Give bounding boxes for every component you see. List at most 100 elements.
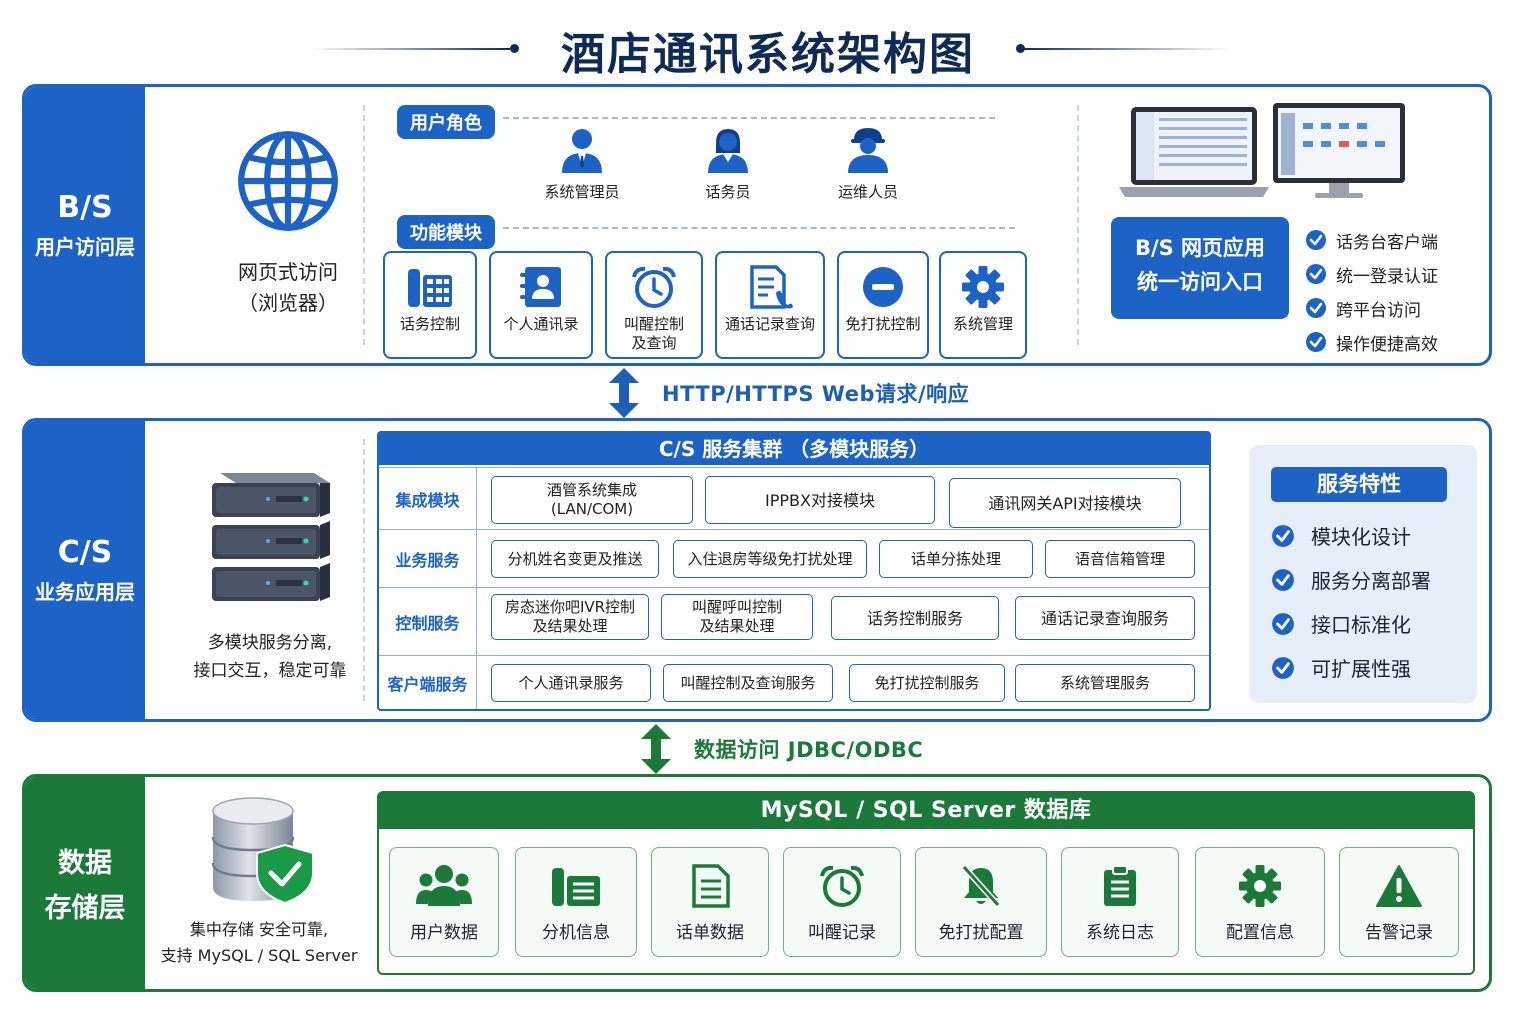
- svc-label: 个人通讯录服务: [518, 673, 624, 692]
- cs-service-cluster: C/S 服务集群 （多模块服务） 集成模块 酒管系统集成(LAN/COM) IP…: [377, 431, 1211, 711]
- database-block: 集中存储 安全可靠, 支持 MySQL / SQL Server: [149, 791, 369, 969]
- svc-extension-name[interactable]: 分机姓名变更及推送: [491, 540, 659, 578]
- svc-pms-integration[interactable]: 酒管系统集成(LAN/COM): [491, 476, 693, 524]
- feature-item: 话务台客户端: [1305, 223, 1438, 257]
- svc-ippbx[interactable]: IPPBX对接模块: [705, 476, 935, 524]
- check-circle-icon: [1306, 264, 1326, 284]
- svc-line1: 酒管系统集成: [546, 481, 637, 499]
- trait-item: 可扩展性强: [1271, 653, 1411, 682]
- svc-line2: (LAN/COM): [550, 500, 634, 518]
- svc-label: 语音信箱管理: [1074, 549, 1165, 568]
- svc-wakeup-call[interactable]: 叫醒呼叫控制及结果处理: [661, 594, 813, 640]
- svc-line1: 房态迷你吧IVR控制: [504, 598, 636, 616]
- trait-item: 接口标准化: [1271, 609, 1411, 638]
- document-icon: [692, 864, 730, 908]
- web-access-label: 网页式访问: [238, 260, 338, 284]
- role-maintenance: 运维人员: [813, 127, 923, 202]
- row-label: 控制服务: [379, 588, 477, 655]
- svc-wakeup-query[interactable]: 叫醒控制及查询服务: [663, 664, 833, 702]
- db-item-label: 免打扰配置: [938, 923, 1024, 943]
- alarm-clock-icon: [820, 865, 864, 907]
- module-dnd-control[interactable]: 免打扰控制: [837, 251, 929, 359]
- row-label: 客户端服务: [379, 656, 477, 709]
- bs-app-entry-box: B/S 网页应用 统一访问入口: [1111, 217, 1289, 319]
- db-desc-line2: 支持 MySQL / SQL Server: [160, 946, 358, 965]
- bs-user-access-layer: B/S 用户访问层 网页式访问 （浏览器） 用户角色: [22, 84, 1492, 366]
- database-panel: MySQL / SQL Server 数据库 用户数据 分机信息: [377, 791, 1475, 975]
- db-desc-line1: 集中存储 安全可靠,: [189, 920, 329, 939]
- svc-ivr-control[interactable]: 房态迷你吧IVR控制及结果处理: [491, 594, 649, 640]
- svc-label: 分机姓名变更及推送: [507, 549, 643, 568]
- alarm-clock-icon: [632, 266, 676, 308]
- trait-label: 接口标准化: [1311, 613, 1411, 637]
- svc-label: 系统管理服务: [1059, 673, 1150, 692]
- module-contacts[interactable]: 个人通讯录: [489, 251, 593, 359]
- bs-divider-right: [1077, 105, 1079, 345]
- clipboard-icon: [1104, 865, 1136, 906]
- module-label-line2: 及查询: [631, 334, 677, 352]
- db-connector-label: 数据访问 JDBC/ODBC: [694, 738, 924, 762]
- db-item-cdr[interactable]: 话单数据: [651, 847, 769, 957]
- svc-system-admin[interactable]: 系统管理服务: [1015, 664, 1195, 702]
- db-item-alarm[interactable]: 告警记录: [1339, 847, 1459, 957]
- role-admin-label: 系统管理员: [544, 183, 620, 201]
- svc-line1: 叫醒呼叫控制: [691, 598, 782, 616]
- svc-label: 话务控制服务: [866, 608, 963, 628]
- cs-business-layer: C/S 业务应用层: [22, 418, 1492, 722]
- module-label: 话务控制: [399, 315, 460, 333]
- data-storage-layer: 数据 存储层 集中存储 安全可靠, 支持 MySQL / SQL Server: [22, 774, 1492, 992]
- cs-desc-line1: 多模块服务分离,: [207, 633, 333, 653]
- gear-icon: [962, 266, 1004, 308]
- svc-voicemail[interactable]: 语音信箱管理: [1045, 540, 1195, 578]
- svc-label: 通话记录查询服务: [1040, 608, 1169, 628]
- trait-label: 可扩展性强: [1311, 657, 1411, 681]
- row-label: 业务服务: [379, 530, 477, 587]
- module-label: 叫醒控制 及查询: [607, 315, 701, 353]
- svc-call-record-query[interactable]: 通话记录查询服务: [1015, 596, 1195, 640]
- module-system-admin[interactable]: 系统管理: [939, 251, 1027, 359]
- module-wakeup-control[interactable]: 叫醒控制 及查询: [605, 251, 703, 359]
- module-label: 系统管理: [952, 315, 1013, 333]
- check-circle-icon: [1272, 656, 1294, 679]
- svc-gateway-api[interactable]: 通讯网关API对接模块: [949, 478, 1181, 528]
- title-line-left: [310, 48, 510, 50]
- db-item-label: 叫醒记录: [808, 923, 876, 943]
- check-circle-icon: [1306, 332, 1326, 352]
- svc-traffic-control[interactable]: 话务控制服务: [831, 596, 999, 640]
- db-item-label: 配置信息: [1226, 923, 1294, 943]
- db-item-config[interactable]: 配置信息: [1195, 847, 1325, 957]
- module-call-record[interactable]: 通话记录查询: [715, 251, 825, 359]
- users-icon: [416, 865, 472, 906]
- cs-tag-main: C/S: [57, 535, 113, 570]
- db-item-dnd[interactable]: 免打扰配置: [915, 847, 1047, 957]
- svc-checkin-dnd[interactable]: 入住退房等级免打扰处理: [673, 540, 867, 578]
- modules-title: 功能模块: [397, 215, 495, 249]
- db-item-label: 告警记录: [1365, 923, 1433, 943]
- traits-title: 服务特性: [1271, 467, 1447, 502]
- svc-dnd-control[interactable]: 免打扰控制服务: [849, 664, 1005, 702]
- db-panel-title: MySQL / SQL Server 数据库: [379, 793, 1473, 829]
- title-row: 酒店通讯系统架构图: [0, 14, 1536, 80]
- bs-layer-tag: B/S 用户访问层: [25, 87, 145, 363]
- db-tag-main: 数据: [58, 848, 112, 879]
- db-item-wakeup[interactable]: 叫醒记录: [783, 847, 901, 957]
- role-operator: 话务员: [673, 127, 783, 202]
- cs-divider: [363, 439, 365, 701]
- db-item-syslog[interactable]: 系统日志: [1061, 847, 1179, 957]
- module-traffic-control[interactable]: 话务控制: [383, 251, 477, 359]
- db-item-users[interactable]: 用户数据: [389, 847, 499, 957]
- row-business: 业务服务 分机姓名变更及推送 入住退房等级免打扰处理 话单分拣处理 语音信箱管理: [379, 529, 1209, 587]
- svc-label: 入住退房等级免打扰处理: [687, 549, 853, 568]
- roles-title: 用户角色: [397, 105, 495, 139]
- title-line-right: [1020, 48, 1230, 50]
- svc-cdr-sorting[interactable]: 话单分拣处理: [879, 540, 1033, 578]
- roles-title-dash: [503, 117, 995, 119]
- db-item-extension[interactable]: 分机信息: [515, 847, 637, 957]
- svc-contacts[interactable]: 个人通讯录服务: [491, 664, 651, 702]
- monitor-icon: [1273, 103, 1405, 198]
- trait-label: 服务分离部署: [1311, 569, 1431, 593]
- http-connector-label: HTTP/HTTPS Web请求/响应: [662, 382, 970, 406]
- gear-icon: [1239, 865, 1281, 907]
- svc-line2: 及结果处理: [699, 617, 775, 635]
- browser-label: （浏览器）: [238, 291, 338, 315]
